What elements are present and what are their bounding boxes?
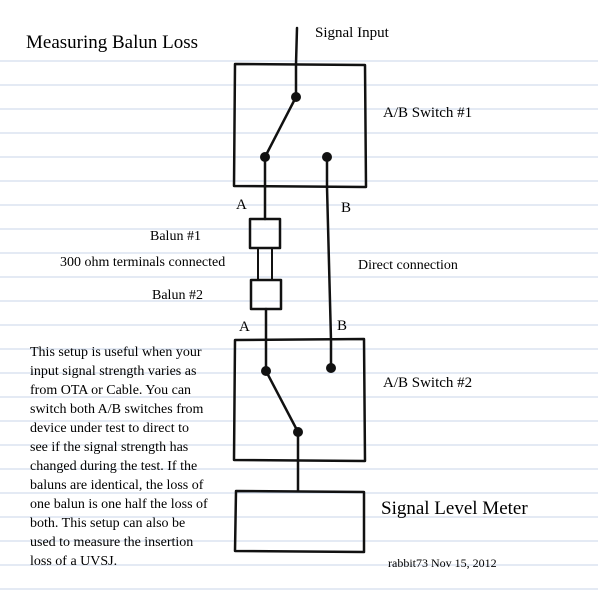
description-line: see if the signal strength has [30, 440, 188, 455]
terminals-label: 300 ohm terminals connected [60, 255, 225, 270]
switch1-blade [263, 95, 298, 159]
ab-switch-1-box [232, 62, 368, 189]
description-block: This setup is useful when your input sig… [30, 345, 208, 569]
switch2-blade [264, 369, 300, 434]
signal-level-meter-label: Signal Level Meter [381, 498, 528, 519]
description-line: input signal strength varies as [30, 364, 196, 379]
description-line: baluns are identical, the loss of [30, 478, 204, 493]
switch1-label: A/B Switch #1 [383, 105, 472, 121]
description-line: device under test to direct to [30, 421, 189, 436]
signal-level-meter-box [233, 489, 366, 554]
description-line: one balun is one half the loss of [30, 497, 208, 512]
balun-1 [248, 217, 282, 250]
description-line: both. This setup can also be [30, 516, 185, 531]
description-line: loss of a UVSJ. [30, 554, 117, 569]
switch2-port-a-label: A [239, 319, 250, 335]
direct-connection-label: Direct connection [358, 258, 458, 273]
description-line: switch both A/B switches from [30, 402, 204, 417]
description-line: changed during the test. If the [30, 459, 197, 474]
ab-switch-2-box [232, 337, 367, 463]
signal-input-wire [294, 26, 299, 66]
switch1-port-a-label: A [236, 197, 247, 213]
balun1-label: Balun #1 [150, 229, 201, 244]
description-line: from OTA or Cable. You can [30, 383, 191, 398]
description-line: This setup is useful when your [30, 345, 202, 360]
switch1-port-b-label: B [341, 200, 351, 216]
direct-connection-wire [325, 185, 333, 342]
signature: rabbit73 Nov 15, 2012 [388, 556, 497, 570]
description-line: used to measure the insertion [30, 535, 193, 550]
diagram-title: Measuring Balun Loss [26, 32, 198, 53]
balun-2 [249, 278, 283, 311]
balun2-label: Balun #2 [152, 288, 203, 303]
switch2-port-b-label: B [337, 318, 347, 334]
signal-input-label: Signal Input [315, 25, 390, 41]
switch2-contact-b [326, 363, 336, 373]
switch2-label: A/B Switch #2 [383, 375, 472, 391]
